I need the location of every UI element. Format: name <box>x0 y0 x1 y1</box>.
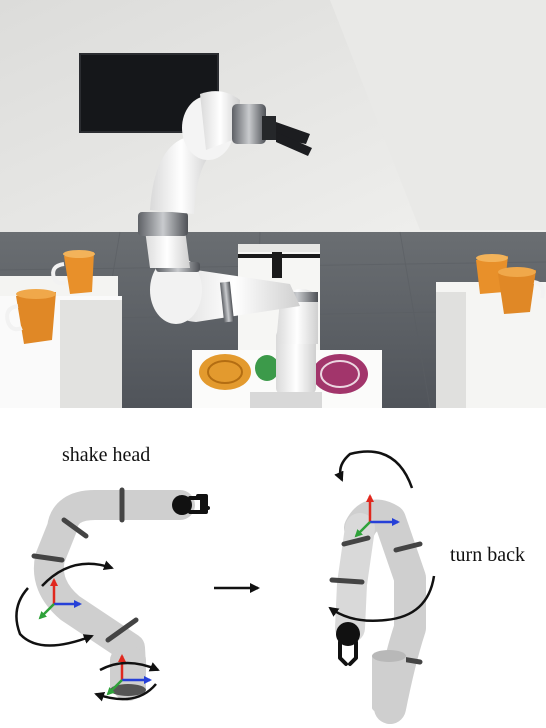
pose-diagram <box>15 450 436 724</box>
frame-left-elbow <box>38 578 82 620</box>
coaster-orange <box>199 354 251 390</box>
rotation-arrows-left <box>15 560 160 702</box>
cup-left-1 <box>51 250 95 294</box>
scene-photo <box>0 0 546 408</box>
label-shake-head: shake head <box>62 444 151 466</box>
cup-right-2 <box>498 267 545 314</box>
wall-corner-shade <box>330 0 546 230</box>
frame-left-base <box>106 654 152 696</box>
robot-arm-photo <box>138 91 322 408</box>
coaster-green <box>255 355 279 381</box>
frame-right-top <box>354 494 400 538</box>
label-turn-back: turn back <box>450 544 525 566</box>
rotation-arrows-right <box>328 450 436 622</box>
cup-left-2 <box>5 289 56 344</box>
